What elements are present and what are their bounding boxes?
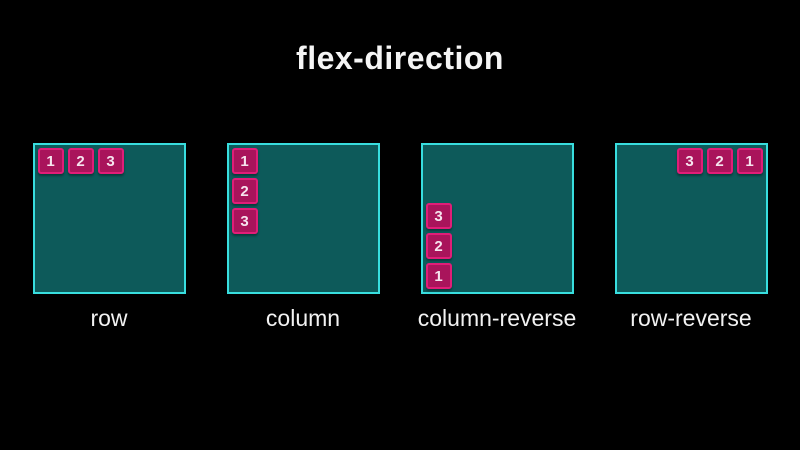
example-label-row-reverse: row-reverse <box>630 305 752 331</box>
flex-item-2: 2 <box>425 233 452 259</box>
flex-container-column-reverse: 1 2 3 <box>420 143 574 294</box>
page-title: flex-direction <box>296 40 504 76</box>
flex-item-1: 1 <box>736 148 763 174</box>
example-label-row: row <box>90 305 128 331</box>
flex-item-3: 3 <box>231 208 258 234</box>
flex-item-1: 1 <box>231 148 258 174</box>
flex-item-2: 2 <box>231 178 258 204</box>
flex-item-3: 3 <box>676 148 703 174</box>
flex-example-column-reverse: 1 2 3 column-reverse <box>417 143 577 332</box>
flex-item-1: 1 <box>425 263 452 289</box>
flex-item-3: 3 <box>425 203 452 229</box>
flex-item-2: 2 <box>706 148 733 174</box>
example-label-column: column <box>265 305 341 331</box>
flex-item-1: 1 <box>37 148 64 174</box>
flex-item-2: 2 <box>67 148 94 174</box>
flex-item-3: 3 <box>97 148 124 174</box>
flex-example-column: 1 2 3 column <box>226 143 380 332</box>
flex-container-column: 1 2 3 <box>226 143 380 294</box>
example-label-column-reverse: column-reverse <box>417 305 577 331</box>
